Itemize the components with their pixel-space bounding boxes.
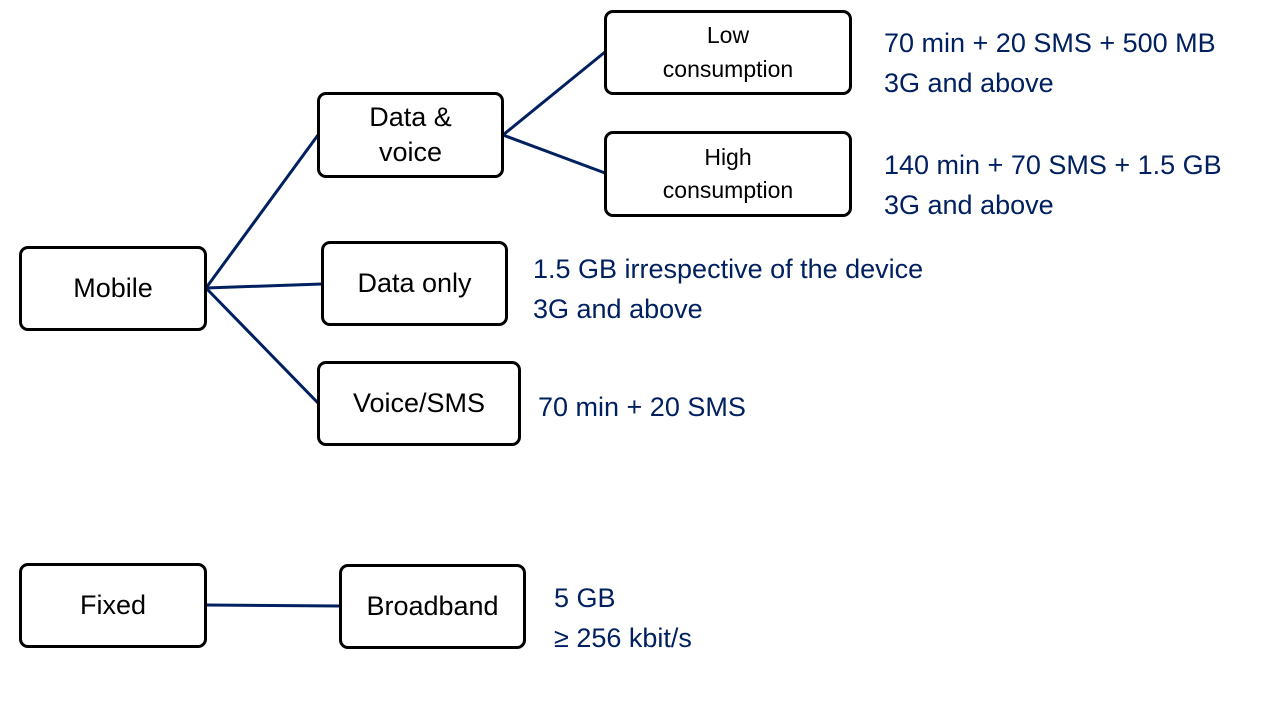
- node-high-consumption: High consumption: [604, 131, 852, 217]
- desc-high-consumption-line1: 140 min + 70 SMS + 1.5 GB: [884, 150, 1222, 180]
- connector-data-voice-to-high: [502, 133, 606, 175]
- connector-mobile-to-data-voice: [204, 134, 320, 289]
- node-low-consumption-label-line1: Low: [706, 22, 750, 49]
- node-high-consumption-label-line1: High: [704, 143, 752, 170]
- connector-mobile-to-voice-sms: [204, 286, 320, 405]
- connector-data-voice-to-low: [502, 50, 606, 137]
- desc-high-consumption: 140 min + 70 SMS + 1.5 GB 3G and above: [884, 145, 1222, 225]
- node-data-voice-label-line1: Data &: [369, 101, 452, 132]
- desc-broadband-line1: 5 GB: [554, 583, 616, 613]
- node-broadband-label: Broadband: [366, 590, 499, 621]
- node-fixed-label: Fixed: [79, 589, 147, 620]
- desc-broadband: 5 GB ≥ 256 kbit/s: [554, 578, 692, 658]
- node-mobile: Mobile: [19, 246, 207, 331]
- desc-broadband-line2: ≥ 256 kbit/s: [554, 623, 692, 653]
- node-data-only: Data only: [321, 241, 508, 326]
- node-data-only-label: Data only: [357, 267, 472, 298]
- node-low-consumption-label-line2: consumption: [662, 55, 794, 82]
- node-voice-sms-label: Voice/SMS: [352, 387, 486, 418]
- node-voice-sms: Voice/SMS: [317, 361, 521, 446]
- desc-voice-sms: 70 min + 20 SMS: [538, 387, 746, 427]
- node-data-voice-label-line2: voice: [378, 137, 442, 167]
- node-mobile-label: Mobile: [73, 272, 153, 303]
- node-broadband: Broadband: [339, 564, 526, 649]
- node-high-consumption-label-line2: consumption: [662, 177, 794, 203]
- node-data-voice: Data & voice: [317, 92, 504, 178]
- node-low-consumption: Low consumption: [604, 10, 852, 95]
- desc-data-only: 1.5 GB irrespective of the device 3G and…: [533, 249, 923, 329]
- desc-data-only-line2: 3G and above: [533, 294, 703, 324]
- desc-voice-sms-line1: 70 min + 20 SMS: [538, 392, 746, 422]
- desc-low-consumption-line2: 3G and above: [884, 68, 1054, 98]
- desc-low-consumption-line1: 70 min + 20 SMS + 500 MB: [884, 28, 1216, 58]
- desc-low-consumption: 70 min + 20 SMS + 500 MB 3G and above: [884, 23, 1216, 103]
- node-fixed: Fixed: [19, 563, 207, 648]
- connector-mobile-to-data-only: [205, 282, 323, 290]
- desc-data-only-line1: 1.5 GB irrespective of the device: [533, 254, 924, 284]
- connector-fixed-to-broadband: [205, 603, 341, 608]
- desc-high-consumption-line2: 3G and above: [884, 190, 1054, 220]
